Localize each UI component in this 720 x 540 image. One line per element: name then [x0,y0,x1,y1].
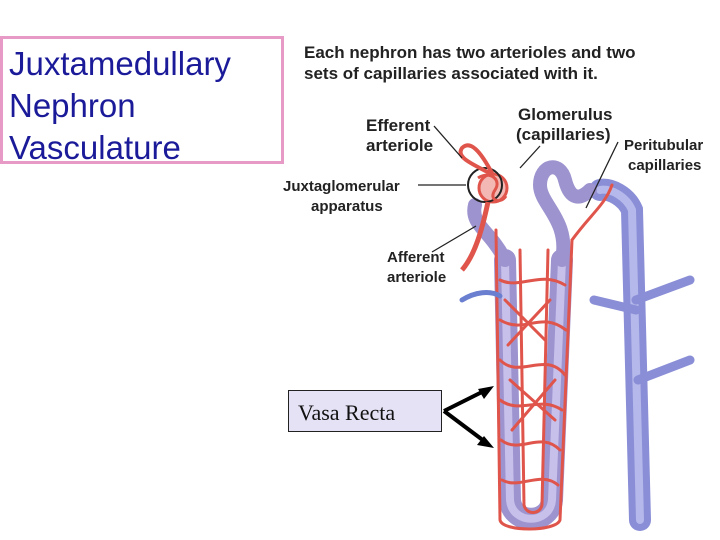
juxtaglomerular-label-1: Juxtaglomerular [283,178,400,195]
glomerulus [467,167,509,204]
efferent-arteriole [458,143,495,177]
vein-branch [459,290,503,303]
glomerulus-label-2: (capillaries) [516,125,611,144]
efferent-label-1: Efferent [366,116,431,135]
afferent-label-2: arteriole [387,269,446,286]
afferent-arteriole [460,201,491,272]
page-title: Juxtamedullary Nephron Vasculature [9,45,231,166]
vasa-recta-label: Vasa Recta [298,400,396,425]
caption-line-1: Each nephron has two arterioles and two [304,43,636,62]
glomerulus-label-1: Glomerulus [518,105,612,124]
tubule-loop [467,160,597,530]
vasa-recta-network [494,183,614,531]
leader-lines [418,125,619,253]
peritubular-label-1: Peritubular [624,137,703,154]
vasa-recta-label-box: Vasa Recta [288,390,442,432]
juxtaglomerular-label-2: apparatus [311,198,383,215]
afferent-label-1: Afferent [387,249,445,266]
title-box: Juxtamedullary Nephron Vasculature [0,36,284,166]
peritubular-label-2: capillaries [628,157,701,174]
vasa-recta-arrows [442,386,494,448]
collecting-vein [589,178,695,531]
efferent-label-2: arteriole [366,136,433,155]
caption-line-2: sets of capillaries associated with it. [304,64,598,83]
